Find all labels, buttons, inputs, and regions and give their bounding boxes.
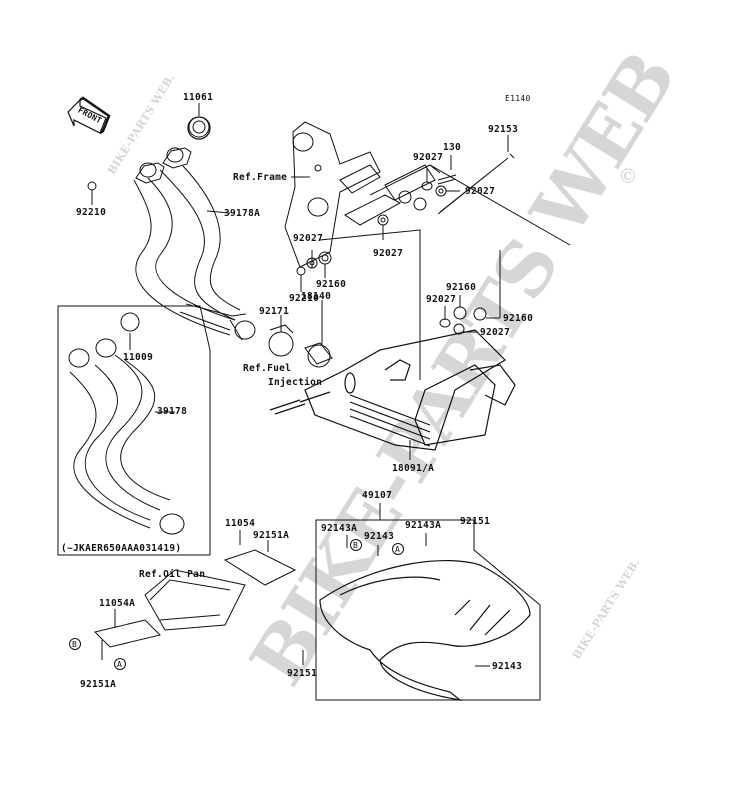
part-label[interactable]: 92151 <box>460 516 491 527</box>
ref-fuel-injection-label-1: Ref.Fuel <box>243 363 292 374</box>
part-label[interactable]: 92151A <box>253 530 290 541</box>
callout-circle-a-cover <box>392 543 404 555</box>
exhaust-pipe-lower <box>68 312 185 535</box>
part-label[interactable]: 11009 <box>123 352 154 363</box>
muffler <box>269 329 516 451</box>
variant-box <box>57 305 211 556</box>
exhaust-pipe-upper <box>133 116 256 341</box>
part-label[interactable]: 11054A <box>99 598 136 609</box>
part-label[interactable]: 92153 <box>488 124 519 135</box>
callout-a-cover: A <box>395 545 401 554</box>
part-label[interactable]: 92143 <box>364 531 395 542</box>
ref-frame-label: Ref.Frame <box>233 172 288 183</box>
part-label[interactable]: 92143 <box>492 661 523 672</box>
part-label[interactable]: 92143A <box>405 520 442 531</box>
tail-cover <box>319 559 531 701</box>
part-label[interactable]: 130 <box>443 142 462 153</box>
gasket-18140 <box>304 342 333 368</box>
part-label[interactable]: 92151 <box>287 668 318 679</box>
part-label[interactable]: 92027 <box>480 327 511 338</box>
bolt-92153 <box>437 153 515 215</box>
part-label[interactable]: 92027 <box>426 294 457 305</box>
part-label[interactable]: 92160 <box>446 282 477 293</box>
part-label[interactable]: 92210 <box>289 293 320 304</box>
leader-lines <box>91 103 509 667</box>
part-label[interactable]: 92027 <box>413 152 444 163</box>
part-label[interactable]: 92160 <box>503 313 534 324</box>
part-label[interactable]: 39178A <box>224 208 261 219</box>
part-label[interactable]: 92143A <box>321 523 358 534</box>
callout-circle-b-pan <box>69 638 81 650</box>
serial-note: (~JKAER650AAA031419) <box>61 543 182 554</box>
callout-b-cover: B <box>353 541 359 550</box>
cover-box <box>315 519 541 701</box>
part-label[interactable]: 92160 <box>316 279 347 290</box>
part-label[interactable]: 18091/A <box>392 463 435 474</box>
frame-bracket <box>284 121 571 268</box>
part-label[interactable]: 92027 <box>293 233 324 244</box>
part-label[interactable]: 92151A <box>80 679 117 690</box>
diagram-code: E1140 <box>505 94 531 103</box>
oil-pan <box>94 549 297 648</box>
callout-a-pan: A <box>117 660 123 669</box>
part-label[interactable]: 92027 <box>465 186 496 197</box>
part-label[interactable]: 18140 <box>301 291 332 302</box>
part-label[interactable]: 92210 <box>76 207 107 218</box>
callout-circle-a-pan <box>114 658 126 670</box>
part-label[interactable]: 11054 <box>225 518 256 529</box>
callout-b-pan: B <box>72 640 78 649</box>
callout-circle-b-cover <box>350 539 362 551</box>
ref-oil-pan-label: Ref.Oil Pan <box>139 569 206 580</box>
part-label[interactable]: 11061 <box>183 92 214 103</box>
part-label[interactable]: 92027 <box>373 248 404 259</box>
part-label[interactable]: 92171 <box>259 306 290 317</box>
front-arrow-icon <box>67 96 111 135</box>
ref-fuel-injection-label-2: Injection <box>268 377 323 388</box>
part-label[interactable]: 49107 <box>362 490 393 501</box>
part-label[interactable]: 39178 <box>157 406 188 417</box>
